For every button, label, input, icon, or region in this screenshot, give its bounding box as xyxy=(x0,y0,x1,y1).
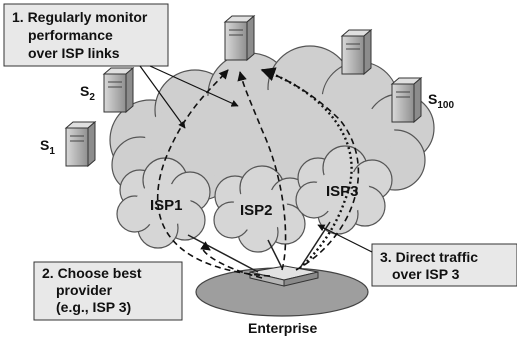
traffic-path-isp3 xyxy=(260,67,353,269)
callout-direct-pointer xyxy=(317,224,373,253)
isp2-label: ISP2 xyxy=(240,202,273,219)
callout-direct: 3. Direct traffic over ISP 3 xyxy=(371,243,517,287)
isp1-label: ISP1 xyxy=(150,197,183,214)
probe-paths xyxy=(156,68,360,279)
server-s2-label: S2 xyxy=(80,83,95,103)
server-s1-label: S1 xyxy=(40,137,55,157)
callout-monitor-line-3: over ISP links xyxy=(28,45,120,61)
callout-monitor-line-1: 1. Regularly monitor xyxy=(12,9,148,25)
callout-monitor: 1. Regularly monitor performance over IS… xyxy=(3,3,169,67)
isp1-cloud xyxy=(116,157,211,249)
server-s100 xyxy=(390,76,423,124)
callout-choose: 2. Choose best provider (e.g., ISP 3) xyxy=(33,261,183,321)
isp3-cloud xyxy=(295,145,393,235)
server-right-top xyxy=(340,28,373,76)
callout-choose-line-2: provider xyxy=(56,282,113,298)
callout-direct-line-1: 3. Direct traffic xyxy=(380,249,478,265)
isp3-label: ISP3 xyxy=(326,183,359,200)
callout-choose-line-1: 2. Choose best xyxy=(42,265,142,281)
enterprise-label: Enterprise xyxy=(248,320,317,336)
server-s100-label: S100 xyxy=(428,91,454,111)
server-s2 xyxy=(102,66,135,114)
callout-choose-line-3: (e.g., ISP 3) xyxy=(56,299,131,315)
callout-monitor-line-2: performance xyxy=(28,27,113,43)
callout-direct-line-2: over ISP 3 xyxy=(392,266,460,282)
callout-monitor-pointers xyxy=(139,65,239,129)
server-top xyxy=(223,14,256,62)
server-s1 xyxy=(64,120,97,168)
